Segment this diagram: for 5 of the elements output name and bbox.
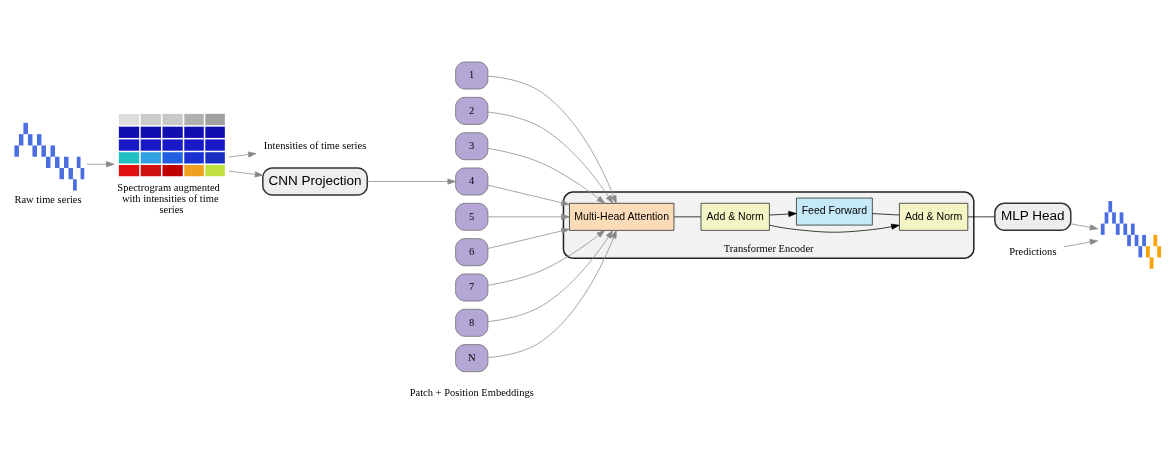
node-text: Intensities of time series [263, 139, 367, 151]
node-label: Spectrogram augmented with intensities of time series [117, 181, 220, 215]
node-label: Raw time series [14, 193, 82, 205]
node-text: Predictions [1009, 245, 1057, 257]
label: Patch + Position Embeddings [409, 386, 534, 398]
